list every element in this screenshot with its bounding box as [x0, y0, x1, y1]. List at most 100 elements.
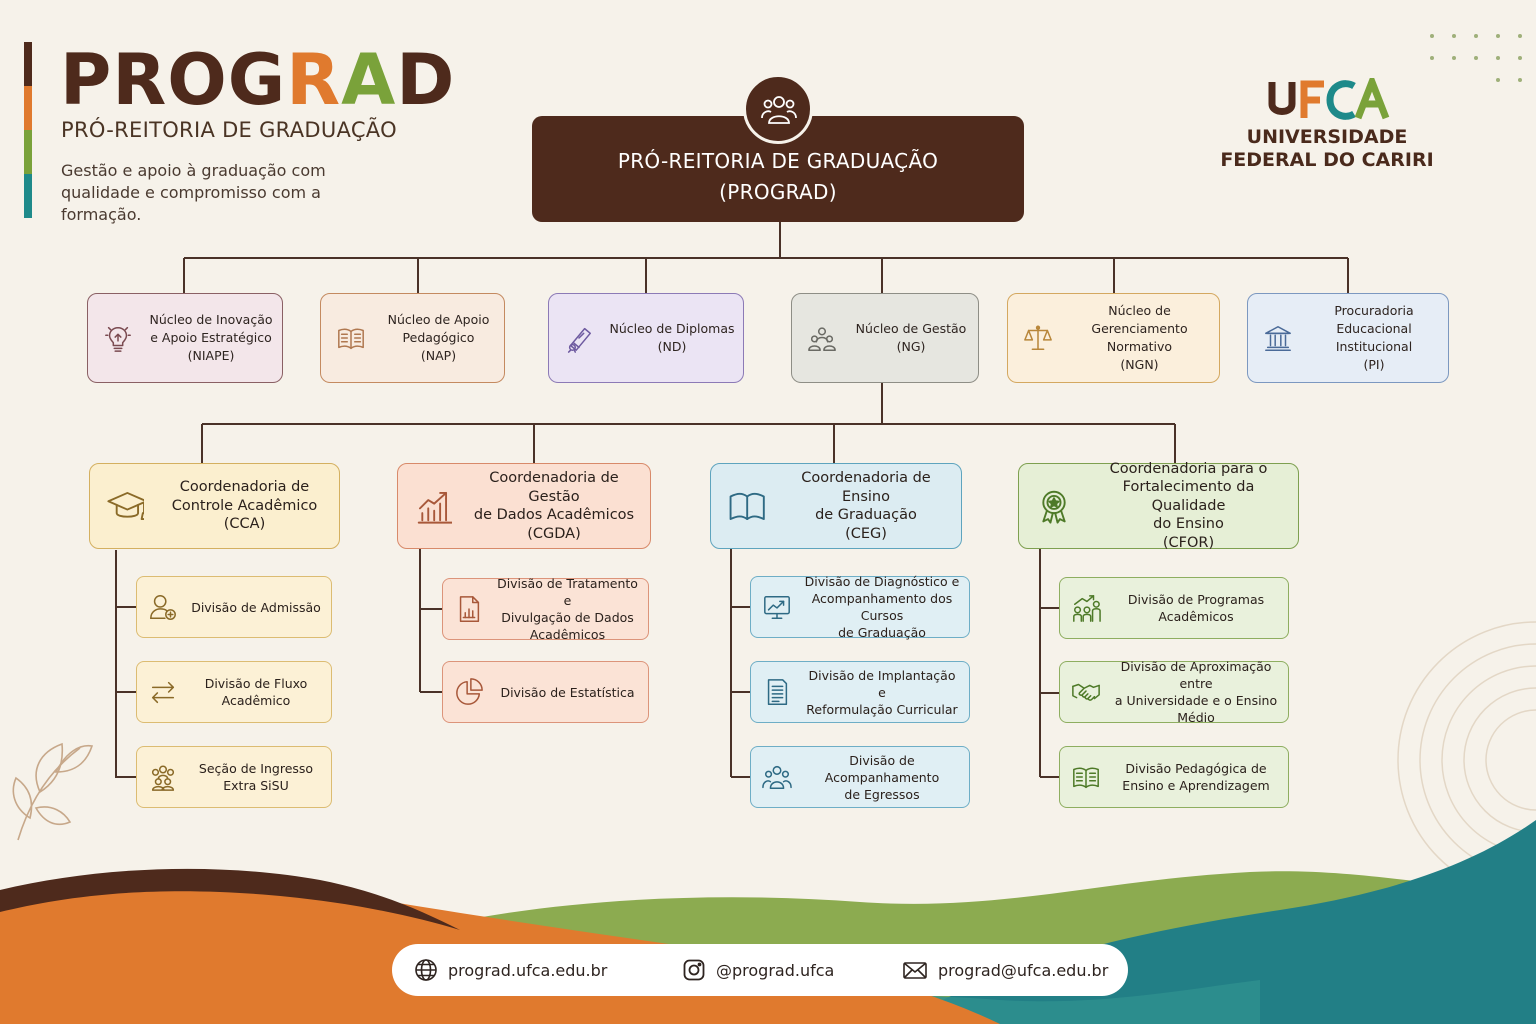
page-title: PROGRAD: [60, 40, 455, 120]
root-title-line: PRÓ-REITORIA DE GRADUAÇÃO: [617, 149, 939, 173]
divisao-icon-wrap: [137, 592, 189, 622]
monitor-chart-icon: [764, 595, 790, 619]
label-line: Núcleo de Diplomas: [609, 321, 735, 336]
label-line: (NAP): [420, 348, 457, 363]
brand-color-bar: [24, 42, 32, 218]
document-list-icon: [767, 679, 788, 705]
page-subtitle: PRÓ-REITORIA DE GRADUAÇÃO: [61, 118, 397, 142]
website-text: prograd.ufca.edu.br: [448, 960, 608, 980]
coordenadoria-icon-wrap: [1019, 487, 1089, 525]
title-letter: P: [60, 39, 113, 121]
label-line: Institucional: [1335, 339, 1413, 354]
label-line: Núcleo de Apoio: [387, 312, 490, 327]
label-line: e Apoio Estratégico: [150, 330, 272, 345]
label-line: Divisão de Acompanhamento: [824, 752, 940, 785]
label-line: do Ensino: [1153, 516, 1224, 533]
book-icon: [729, 492, 765, 521]
label-line: Divisão de Diagnóstico e: [804, 574, 960, 589]
divisao-icon-wrap: [751, 592, 803, 622]
title-letter: O: [167, 39, 228, 121]
contact-footer: prograd.ufca.edu.br @prograd.ufca progra…: [392, 944, 1128, 996]
team-icon: [761, 96, 797, 124]
diploma-icon: [567, 327, 591, 353]
label-line: Coordenadoria de: [179, 479, 310, 496]
group-icon: [151, 765, 175, 791]
title-letter: G: [227, 39, 287, 121]
divisao-label: Divisão de Estatística: [495, 684, 648, 701]
label-line: Coordenadoria para o: [1109, 460, 1268, 477]
label-line: Acadêmicos: [1158, 609, 1234, 624]
mail-icon: [903, 962, 927, 979]
label-line: de Dados Acadêmicos: [473, 507, 635, 523]
label-line: (CEG): [845, 525, 887, 542]
divisao-icon-wrap: [1060, 762, 1112, 792]
root-team-icon-badge: [743, 74, 813, 144]
label-line: Divisão de Programas: [1127, 592, 1265, 607]
open-book-icon: [338, 328, 364, 350]
divisao-icon-wrap: [1060, 593, 1112, 623]
handshake-icon: [1072, 683, 1100, 701]
decorative-dots: [1430, 34, 1522, 82]
nucleo-box[interactable]: Núcleo de Gestão(NG): [791, 293, 979, 383]
divisao-box[interactable]: Divisão de Estatística: [442, 661, 649, 723]
scales-icon: [1024, 325, 1052, 350]
label-line: (CCA): [223, 516, 266, 533]
divisao-icon-wrap: [751, 762, 803, 792]
label-line: de Egressos: [844, 786, 920, 802]
ufca-logo-mark: [1268, 78, 1390, 120]
label-line: Controle Acadêmico: [171, 497, 318, 514]
people-growth-icon: [1073, 595, 1101, 622]
label-line: de Graduação: [838, 625, 926, 640]
divisao-icon-wrap: [443, 677, 495, 707]
label-line: (PI): [1363, 357, 1385, 372]
label-line: Núcleo de Inovação: [149, 312, 273, 327]
label-line: Divisão de Fluxo: [204, 676, 308, 691]
brand-bar-segment: [24, 42, 32, 86]
pie-chart-icon: [456, 678, 483, 705]
divisao-box[interactable]: Divisão de Admissão: [136, 576, 332, 638]
arrows-exchange-icon: [151, 681, 175, 704]
decorative-arcs: [1397, 621, 1536, 899]
instagram-link[interactable]: @prograd.ufca: [682, 958, 834, 982]
email-link[interactable]: prograd@ufca.edu.br: [902, 958, 1108, 982]
nucleo-icon-wrap: [1248, 323, 1308, 353]
label-line: Acadêmicos: [529, 627, 606, 642]
team-icon: [808, 327, 836, 351]
nucleo-box[interactable]: Núcleo de Diplomas(ND): [548, 293, 744, 383]
label-line: Reformulação Curricular: [806, 701, 958, 717]
root-title-line: (PROGRAD): [719, 180, 837, 204]
divisao-icon-wrap: [137, 762, 189, 792]
alumni-icon: [762, 765, 792, 789]
instagram-text: @prograd.ufca: [716, 960, 835, 980]
website-link[interactable]: prograd.ufca.edu.br: [414, 958, 607, 982]
label-line: a Universidade e o Ensino: [1114, 693, 1278, 708]
nucleo-icon-wrap: [792, 323, 852, 353]
user-add-icon: [150, 595, 176, 620]
